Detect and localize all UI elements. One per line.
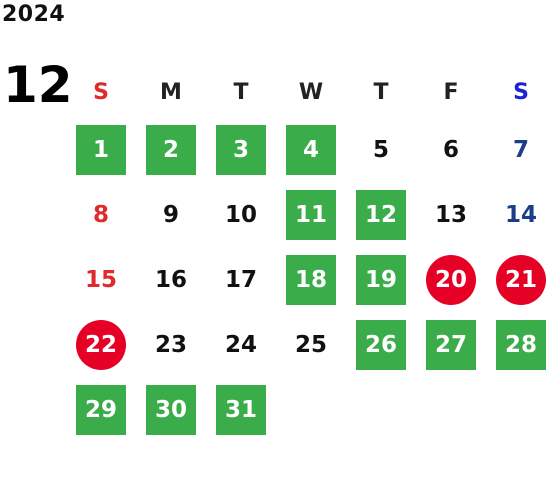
day-cell-5[interactable]: 5 <box>372 137 389 163</box>
day-cell-10[interactable]: 10 <box>224 202 257 228</box>
day-cell-16[interactable]: 16 <box>154 267 187 293</box>
day-cell-13[interactable]: 13 <box>434 202 467 228</box>
weekday-wednesday: W <box>298 80 324 105</box>
day-cell-3[interactable]: 3 <box>216 125 266 175</box>
calendar-month: 12 <box>3 56 73 114</box>
day-cell-31[interactable]: 31 <box>216 385 266 435</box>
weekday-tuesday: T <box>233 80 249 105</box>
day-cell-2[interactable]: 2 <box>146 125 196 175</box>
day-cell-20[interactable]: 20 <box>426 255 476 305</box>
day-cell-17[interactable]: 17 <box>224 267 257 293</box>
day-cell-28[interactable]: 28 <box>496 320 546 370</box>
day-cell-27[interactable]: 27 <box>426 320 476 370</box>
day-cell-14[interactable]: 14 <box>504 202 537 228</box>
day-cell-6[interactable]: 6 <box>442 137 459 163</box>
day-cell-12[interactable]: 12 <box>356 190 406 240</box>
weekday-saturday: S <box>513 80 529 105</box>
weekday-thursday: T <box>373 80 389 105</box>
calendar-year: 2024 <box>2 2 66 27</box>
day-cell-23[interactable]: 23 <box>154 332 187 358</box>
day-cell-19[interactable]: 19 <box>356 255 406 305</box>
weekday-friday: F <box>443 80 459 105</box>
day-cell-29[interactable]: 29 <box>76 385 126 435</box>
day-cell-7[interactable]: 7 <box>512 137 529 163</box>
day-cell-25[interactable]: 25 <box>294 332 327 358</box>
day-cell-22[interactable]: 22 <box>76 320 126 370</box>
day-cell-18[interactable]: 18 <box>286 255 336 305</box>
day-cell-1[interactable]: 1 <box>76 125 126 175</box>
day-cell-15[interactable]: 15 <box>84 267 117 293</box>
day-cell-4[interactable]: 4 <box>286 125 336 175</box>
day-cell-21[interactable]: 21 <box>496 255 546 305</box>
weekday-sunday: S <box>93 80 109 105</box>
day-cell-8[interactable]: 8 <box>92 202 109 228</box>
day-cell-11[interactable]: 11 <box>286 190 336 240</box>
day-cell-9[interactable]: 9 <box>162 202 179 228</box>
weekday-monday: M <box>160 80 182 105</box>
day-cell-24[interactable]: 24 <box>224 332 257 358</box>
day-cell-26[interactable]: 26 <box>356 320 406 370</box>
day-cell-30[interactable]: 30 <box>146 385 196 435</box>
